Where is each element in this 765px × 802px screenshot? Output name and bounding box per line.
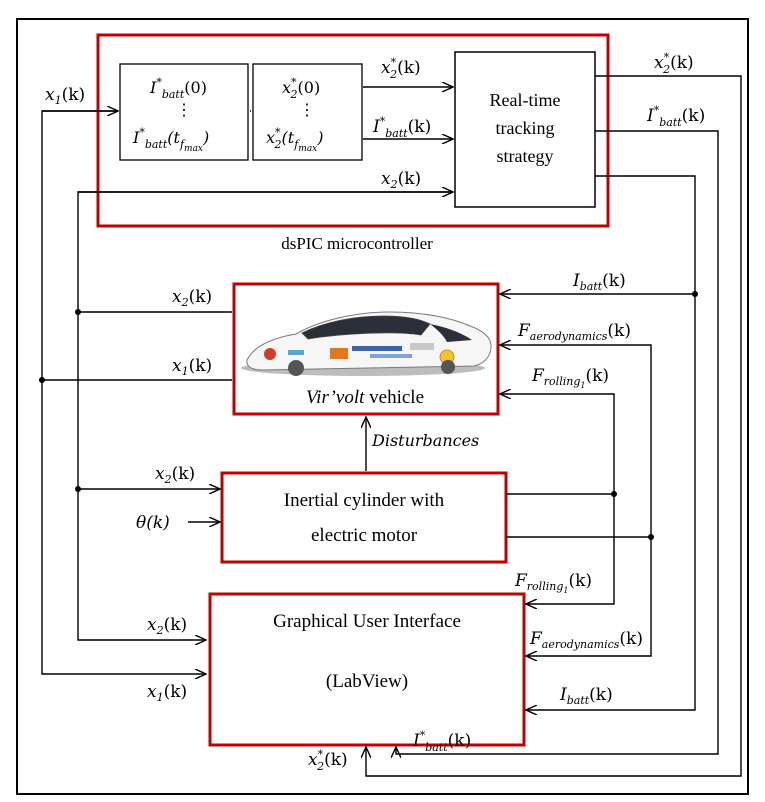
ibatt-ref-dots: ⋮ — [176, 102, 192, 119]
label-ibatt-star-out: I*batt(k) — [646, 104, 705, 129]
connections — [41, 75, 742, 777]
tracking-line1: Real-time — [490, 90, 561, 110]
vehicle-image — [241, 311, 492, 376]
gui-line2: (LabView) — [326, 671, 408, 692]
label-disturbances: Disturbances — [371, 431, 479, 450]
label-x2-gui: x2(k) — [147, 615, 187, 637]
label-faero-gui: Faerodynamics(k) — [529, 629, 643, 651]
outer-frame — [16, 18, 749, 795]
label-x1-gui: x1(k) — [147, 682, 187, 704]
x2-star-to-gui — [366, 75, 742, 777]
cylinder-line2: electric motor — [311, 525, 418, 546]
label-x1-vehicle: x1(k) — [172, 356, 212, 378]
label-x2-cylinder: x2(k) — [155, 464, 195, 486]
label-ibatt-star-in: I*batt(k) — [372, 115, 431, 140]
gui-line1: Graphical User Interface — [273, 611, 461, 632]
x2-ref-first: x*2(0) — [282, 76, 320, 101]
junction-dots — [39, 291, 698, 540]
label-ibatt-vehicle: Ibatt(k) — [572, 271, 626, 293]
frolling-to-vehicle — [500, 394, 615, 495]
label-x2-to-tracking: x2(k) — [381, 169, 421, 191]
label-ibatt-star-gui: I*batt(k) — [412, 729, 471, 754]
frolling-to-gui — [526, 494, 615, 604]
inertial-cylinder-block — [220, 471, 508, 564]
label-x2star-out: x*2(k) — [654, 51, 694, 76]
vehicle-block — [232, 282, 500, 416]
label-theta: θ(k) — [136, 513, 170, 533]
x2-bus-to-gui — [77, 191, 453, 640]
x2-ref-dots: ⋮ — [299, 102, 315, 119]
ibatt-ref-first: I*batt(0) — [149, 76, 207, 101]
cylinder-line1: Inertial cylinder with — [284, 490, 445, 511]
ibatt-ref-last: I*batt(tfmax) — [132, 126, 209, 154]
label-ibatt-gui: Ibatt(k) — [559, 685, 613, 707]
tracking-line3: strategy — [497, 146, 554, 166]
label-x2star-gui: x*2(k) — [308, 748, 348, 773]
label-x2star-in: x*2(k) — [381, 56, 421, 81]
label-frolling-gui: Frolling1(k) — [514, 571, 592, 595]
x2-reference-table — [252, 63, 363, 161]
label-x2-vehicle: x2(k) — [172, 287, 212, 309]
label-x1-top: x1(k) — [45, 85, 85, 107]
microcontroller-label: dsPIC microcontroller — [281, 234, 433, 253]
ibatt-reference-table — [119, 63, 249, 161]
x2-ref-last: x*2(tfmax) — [266, 126, 324, 154]
faero-to-gui — [526, 537, 652, 656]
gui-block — [208, 592, 526, 747]
ibatt-star-to-gui — [396, 130, 719, 754]
label-faero-vehicle: Faerodynamics(k) — [517, 321, 631, 343]
tracking-line2: tracking — [496, 118, 555, 138]
vehicle-label: Vir’volt vehicle — [306, 387, 424, 408]
tracking-strategy-block — [454, 51, 596, 208]
ibatt-line-to-gui — [526, 175, 696, 710]
x1-bus-to-gui — [41, 110, 206, 674]
faero-to-vehicle — [500, 345, 652, 538]
label-frolling-vehicle: Frolling1(k) — [531, 366, 609, 390]
